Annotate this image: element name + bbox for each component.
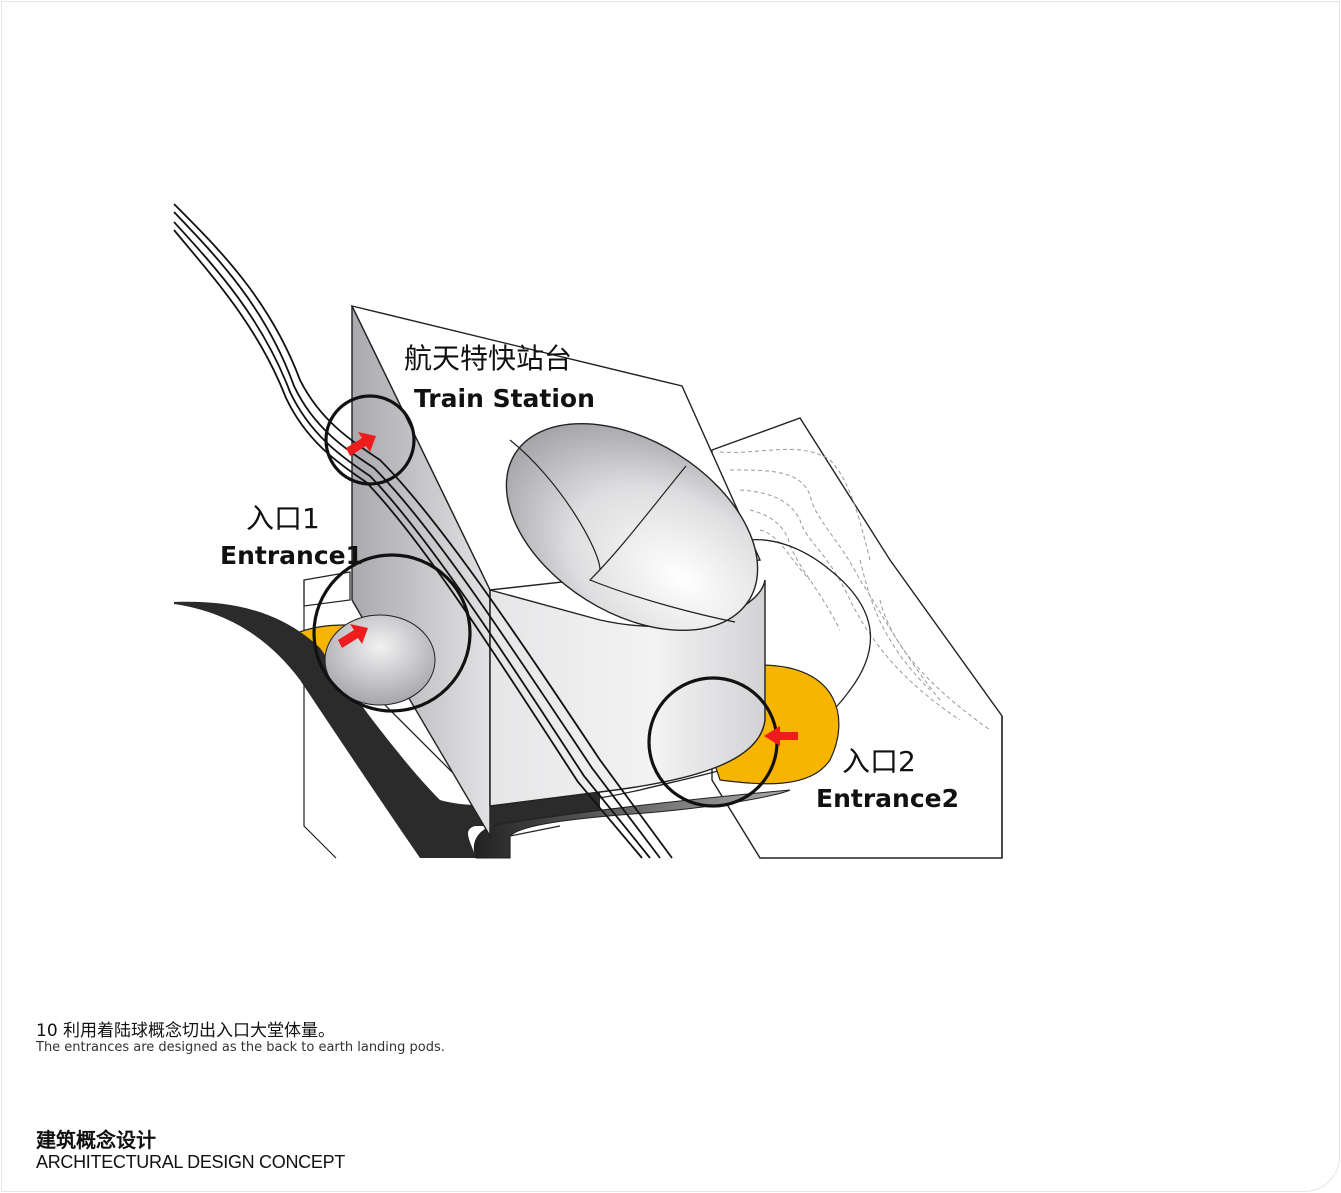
entrance1-circle [312,553,472,713]
station-entry-circle [324,394,416,486]
entrance1-label-cn: 入口1 [246,502,320,535]
arrow-icon [346,432,376,456]
plaza-surface [329,539,872,805]
entrance2-label-en: Entrance2 [816,784,959,813]
entrance1-label-en: Entrance1 [220,541,363,570]
entrance2-label-cn: 入口2 [842,745,916,778]
road [174,601,600,858]
figure-caption-en: The entrances are designed as the back t… [36,1040,445,1055]
arrow-icon [338,624,368,648]
station-label-cn: 航天特快站台 [404,342,573,375]
figure-caption-cn: 10 利用着陆球概念切出入口大堂体量。 [36,1021,336,1041]
section-title-en: ARCHITECTURAL DESIGN CONCEPT [36,1152,345,1172]
contour-lines [719,448,991,731]
section-title-cn: 建筑概念设计 [36,1128,156,1152]
arrow-icon [764,726,798,746]
road-shadow [473,789,791,859]
landing-pod-dome [505,423,759,631]
station-label-en: Train Station [414,384,595,413]
entrance-arrows [338,432,798,746]
